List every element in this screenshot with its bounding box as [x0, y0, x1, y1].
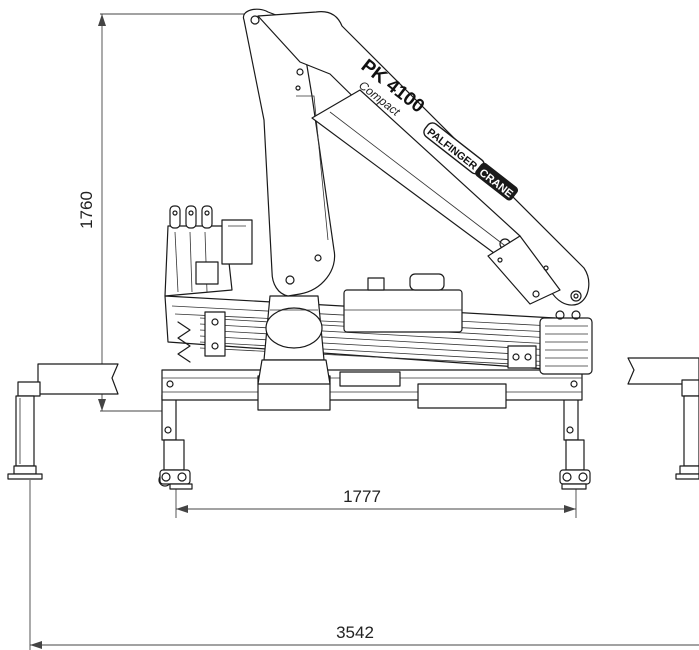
main-boom: [242, 8, 336, 297]
boom-rivets: [295, 85, 549, 271]
height-dimension-label: 1760: [77, 191, 96, 229]
outer-boom: [257, 11, 590, 306]
span-dimension: 3542: [29, 480, 699, 650]
base-dimension-label: 1777: [343, 487, 381, 506]
oil-tank: [343, 273, 463, 333]
base-dimension: 1777: [175, 487, 577, 518]
control-valve-bank: [164, 205, 253, 363]
height-dimension: 1760: [77, 13, 248, 412]
span-dimension-label: 3542: [336, 623, 374, 642]
inner-support-legs: [158, 394, 591, 490]
crane-column: [257, 295, 331, 385]
right-outrigger: [627, 357, 699, 480]
left-outrigger: [7, 363, 119, 480]
base-frame: [161, 369, 583, 411]
